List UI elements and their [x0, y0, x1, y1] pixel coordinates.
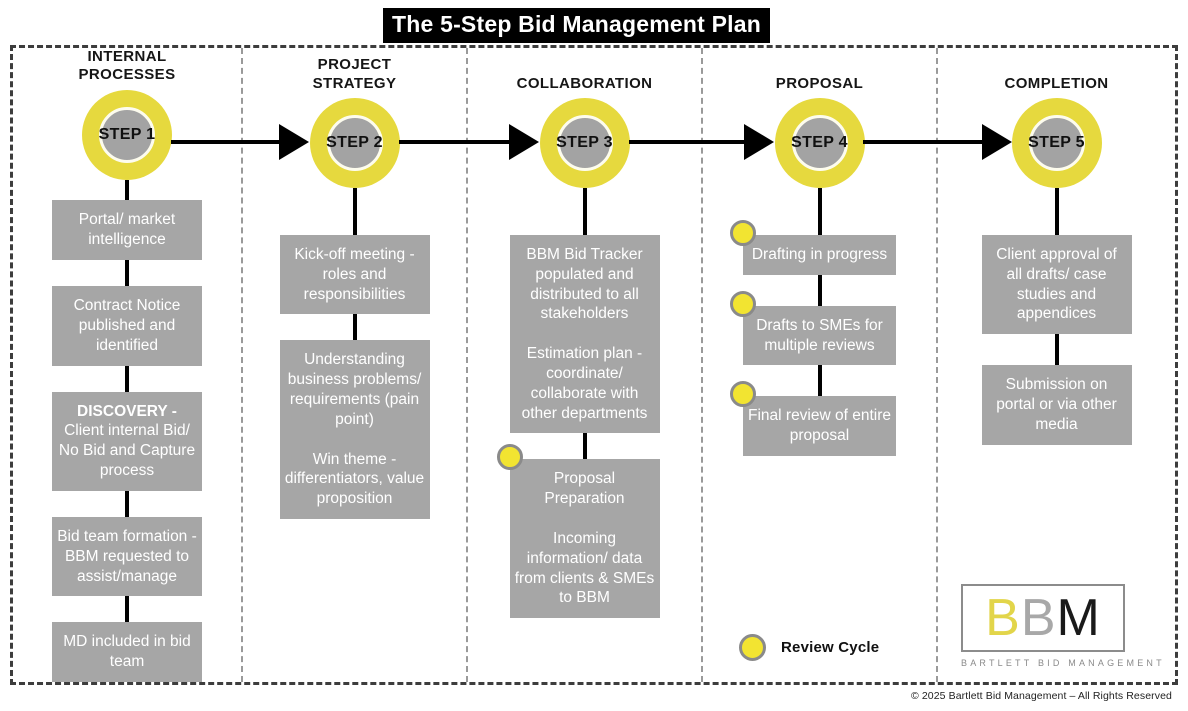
arrow-head-icon	[509, 124, 539, 160]
process-box-text: Understanding business problems/ require…	[284, 351, 425, 508]
arrow-step2-to-step3	[399, 124, 539, 160]
logo-letter-b1: B	[985, 589, 1021, 647]
arrow-step1-to-step2	[171, 124, 309, 160]
step-column-collaboration: COLLABORATION STEP 3 BBM Bid Tracker pop…	[466, 48, 701, 682]
connector-line	[125, 490, 129, 517]
connector-line	[817, 274, 822, 306]
arrow-step3-to-step4	[629, 124, 774, 160]
step-1-circle: STEP 1	[82, 89, 172, 180]
connector-line	[1054, 334, 1059, 366]
process-box: Bid team formation - BBM requested to as…	[52, 516, 202, 597]
step-4-circle: STEP 4	[774, 98, 865, 188]
connector-line	[125, 260, 129, 287]
connector-line	[817, 365, 822, 397]
process-box: Portal/ market intelligence	[52, 200, 202, 261]
connector-line	[125, 179, 129, 201]
page-title: The 5-Step Bid Management Plan	[383, 8, 770, 43]
process-box: DISCOVERY - Client internal Bid/ No Bid a…	[52, 391, 202, 491]
phase-header: INTERNAL PROCESSES	[78, 48, 176, 84]
step-4-circle-inner: STEP 4	[791, 115, 848, 171]
phase-header: COMPLETION	[1004, 74, 1109, 92]
phase-header: PROPOSAL	[775, 74, 864, 92]
process-box: Drafts to SMEs for multiple reviews	[730, 290, 896, 366]
connector-line	[125, 596, 129, 623]
arrow-head-icon	[279, 124, 309, 160]
step-3-label: STEP 3	[556, 134, 613, 151]
step-3-circle: STEP 3	[539, 98, 630, 188]
diagram-frame: INTERNAL PROCESSES STEP 1 Portal/ market…	[10, 45, 1178, 685]
process-box: Contract Notice published and identified	[52, 286, 202, 366]
arrow-shaft	[863, 140, 982, 144]
process-box: Understanding business problems/ require…	[279, 340, 430, 520]
step-column-completion: COMPLETION STEP 5 Client approval of all…	[936, 48, 1175, 682]
step-column-project-strategy: PROJECT STRATEGY STEP 2 Kick-off meeting…	[241, 48, 466, 682]
connector-line	[352, 314, 357, 341]
process-box-text: Client internal Bid/ No Bid and Capture …	[58, 422, 196, 480]
process-box-text: Final review of entire proposal	[748, 407, 892, 445]
step-3-circle-inner: STEP 3	[556, 115, 613, 171]
process-box-text: BBM Bid Tracker populated and distribute…	[521, 246, 648, 422]
process-box-text: Portal/ market intelligence	[78, 211, 176, 249]
process-box-text: Drafting in progress	[751, 246, 888, 263]
process-box-text: MD included in bid team	[63, 633, 191, 671]
copyright-notice: © 2025 Bartlett Bid Management – All Rig…	[911, 690, 1172, 702]
arrow-shaft	[399, 140, 509, 144]
process-box-text: Contract Notice published and identified	[73, 297, 181, 354]
step-column-internal-processes: INTERNAL PROCESSES STEP 1 Portal/ market…	[13, 48, 241, 682]
step-column-proposal: PROPOSAL STEP 4 Drafting in progress Dra…	[701, 48, 936, 682]
process-box: Submission on portal or via other media	[981, 365, 1132, 445]
step-5-circle: STEP 5	[1011, 98, 1102, 188]
step-1-circle-inner: STEP 1	[98, 106, 156, 163]
process-box-text: Drafts to SMEs for multiple reviews	[756, 316, 883, 354]
step-2-circle: STEP 2	[309, 98, 400, 188]
process-box: Kick-off meeting - roles and responsibil…	[279, 235, 430, 315]
step-4-label: STEP 4	[791, 134, 848, 151]
step-2-label: STEP 2	[326, 134, 383, 151]
connector-line	[582, 433, 587, 460]
connector-line	[125, 365, 129, 392]
process-box-text: Client approval of all drafts/ case stud…	[996, 246, 1117, 323]
review-cycle-icon	[739, 634, 766, 661]
legend-label: Review Cycle	[781, 639, 880, 656]
phase-header: PROJECT STRATEGY	[312, 56, 397, 92]
step-5-label: STEP 5	[1028, 134, 1085, 151]
logo-letter-m: M	[1056, 589, 1101, 647]
arrow-head-icon	[744, 124, 774, 160]
process-box: Client approval of all drafts/ case stud…	[981, 235, 1132, 335]
connector-line	[352, 188, 357, 235]
step-2-circle-inner: STEP 2	[326, 115, 383, 171]
process-box: BBM Bid Tracker populated and distribute…	[509, 235, 660, 434]
process-box: Final review of entire proposal	[730, 381, 896, 457]
process-box-text: Kick-off meeting - roles and responsibil…	[294, 246, 415, 303]
arrow-head-icon	[982, 124, 1012, 160]
review-cycle-marker	[730, 290, 756, 317]
process-box: Drafting in progress	[730, 220, 896, 275]
logo-subtitle: BARTLETT BID MANAGEMENT	[961, 658, 1165, 668]
process-box-text: Bid team formation - BBM requested to as…	[57, 527, 197, 585]
arrow-shaft	[171, 140, 279, 144]
step-1-label: STEP 1	[98, 125, 156, 143]
connector-line	[1054, 188, 1059, 235]
step-5-circle-inner: STEP 5	[1028, 115, 1085, 171]
review-cycle-marker	[730, 220, 756, 246]
review-cycle-marker	[730, 381, 756, 408]
arrow-step4-to-step5	[863, 124, 1012, 160]
phase-header: COLLABORATION	[516, 74, 653, 92]
arrow-shaft	[629, 140, 744, 144]
connector-line	[582, 188, 587, 235]
process-box: Proposal Preparation Incoming informatio…	[496, 444, 660, 619]
review-cycle-marker	[496, 444, 523, 471]
connector-line	[817, 188, 822, 235]
process-box-bold-lead: DISCOVERY -	[77, 402, 177, 420]
process-box-text: Submission on portal or via other media	[996, 376, 1117, 433]
logo-letter-b2: B	[1020, 589, 1057, 647]
process-box-text: Proposal Preparation Incoming informatio…	[514, 470, 655, 607]
process-box: MD included in bid team	[52, 622, 202, 682]
legend-review-cycle: Review Cycle	[739, 634, 879, 661]
